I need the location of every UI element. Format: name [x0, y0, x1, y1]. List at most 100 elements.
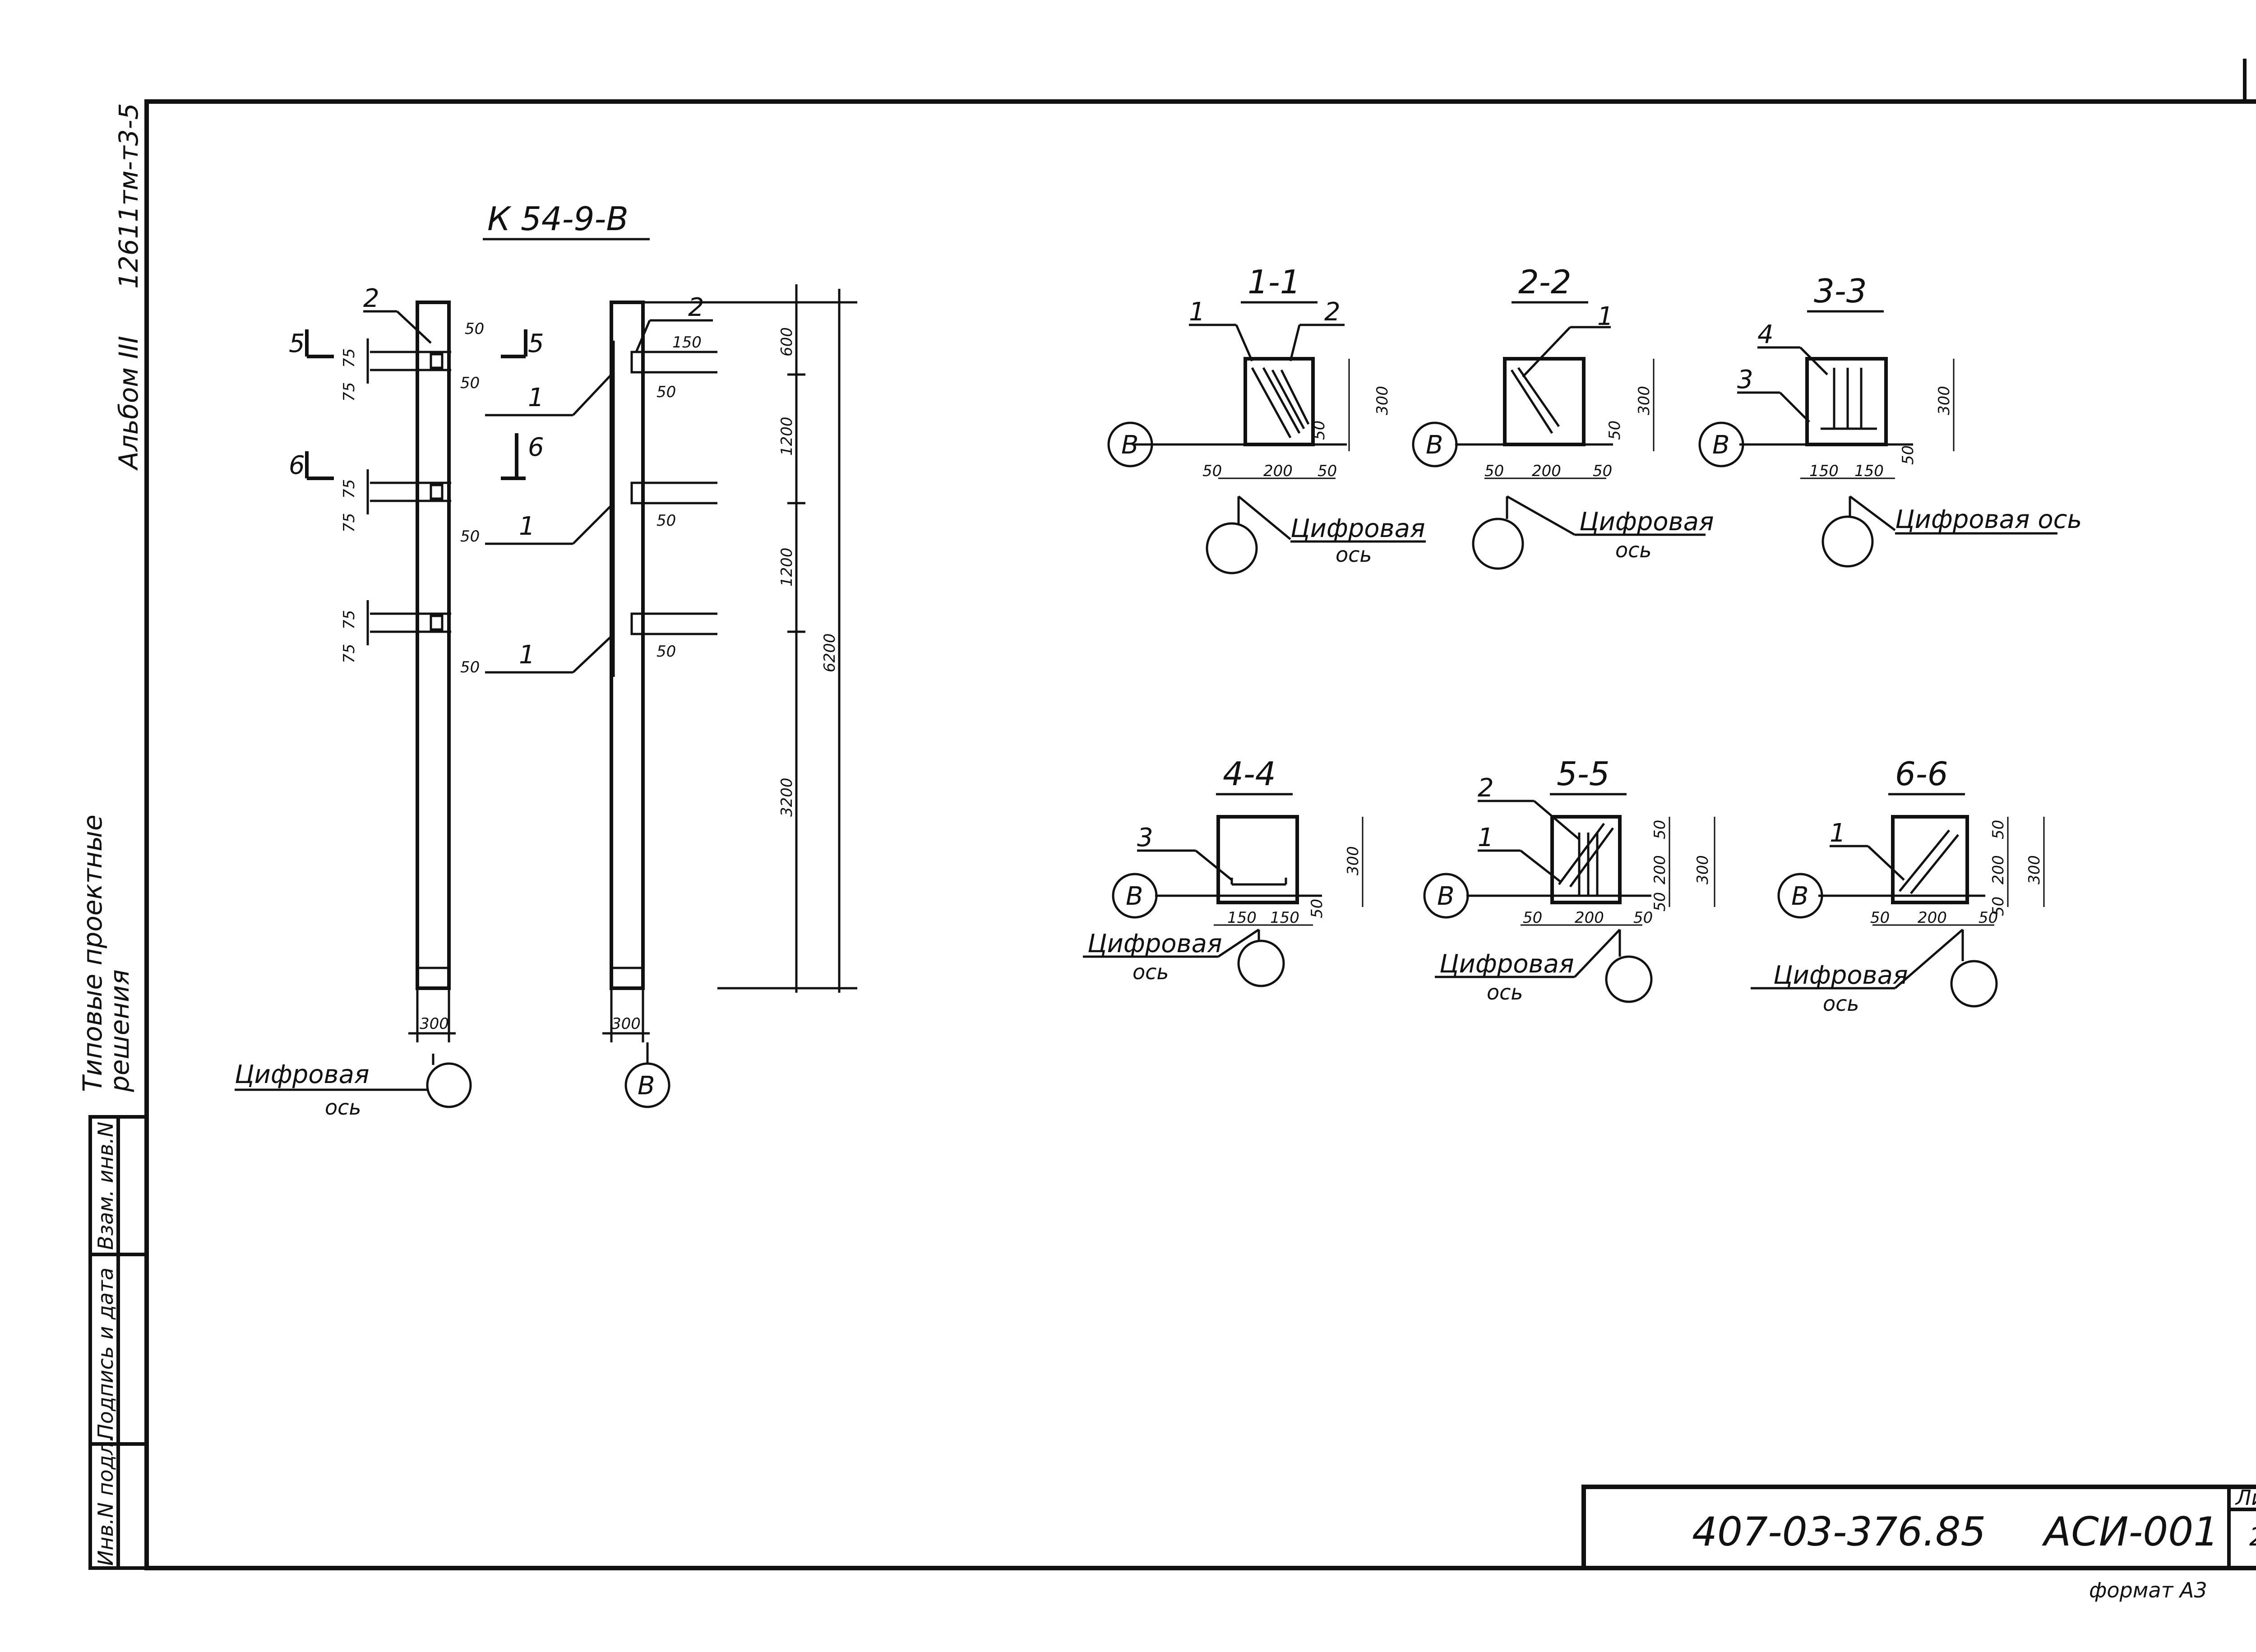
dim-75-a: 75: [340, 348, 358, 368]
section-mark-5-left: 5: [289, 329, 305, 358]
stamp-inv-no: Инв.N подл.: [93, 1435, 118, 1566]
dim: 50: [1593, 462, 1612, 480]
axis-word1: Цифровая: [1579, 507, 1714, 537]
drawing-code: АСИ-001: [2042, 1509, 2219, 1555]
dim: 200: [1532, 462, 1561, 480]
dim-75-c: 75: [340, 479, 358, 499]
axis-word2: ось: [1133, 960, 1169, 984]
axis-letter: В: [1126, 882, 1143, 911]
dim-75-e: 75: [340, 610, 358, 629]
column-callout-1-c: 1: [519, 640, 535, 670]
album-label: Альбом III: [113, 336, 144, 471]
dim: 300: [1373, 386, 1392, 415]
dim: 150: [1854, 462, 1884, 480]
dim-50-g: 50: [656, 643, 676, 661]
dim: 300: [2025, 855, 2043, 884]
dim-segment-3: 1200: [778, 547, 796, 587]
album-code: 12611тм-т3-5: [113, 103, 144, 289]
callout: 2: [1324, 297, 1341, 327]
dim: 50: [1606, 421, 1624, 440]
format-label: формат А3: [2089, 1578, 2207, 1602]
dim: 200: [1263, 462, 1293, 480]
dim: 50: [1318, 462, 1337, 480]
typical-solutions-line1: Типовые проектные: [77, 814, 108, 1092]
dim: 300: [1935, 386, 1953, 415]
column-callout-1-b: 1: [519, 512, 535, 541]
dim-segment-2: 1200: [778, 416, 796, 456]
dim-50-b: 50: [460, 374, 480, 392]
dim: 200: [1651, 855, 1669, 884]
dim-total-height: 6200: [821, 633, 839, 672]
column-width-right: 300: [611, 1015, 641, 1033]
callout: 1: [1478, 823, 1494, 852]
axis-letter: В: [1121, 430, 1138, 460]
section-3-3: 3-3 В 4 3 150 150 300 50 Цифровая ось: [1698, 272, 2082, 568]
dim: 150: [1227, 909, 1257, 927]
section-6-6: 6-6 В 1 50 200 50 50 200 300 50 Цифровая…: [1751, 755, 2045, 1016]
callout: 4: [1757, 320, 1774, 349]
axis-word1: Цифровая: [1087, 929, 1222, 958]
dim: 50: [1310, 421, 1328, 440]
axis-word2: ось: [1823, 991, 1859, 1016]
dim-segment-1: 600: [778, 327, 796, 356]
title-block: 407-03-376.85 АСИ-001 Лист 2 формат А3: [1581, 1485, 2256, 1602]
sheet-label: Лист: [2235, 1485, 2256, 1510]
dim-50-a: 50: [465, 320, 484, 338]
stamp-replacement-inv: Взам. инв.N: [93, 1122, 118, 1250]
section-5-5: 5-5 В 2 1 50 200 50 50 200 300 50 Цифров…: [1423, 755, 1715, 1004]
axis-word1: Цифровая: [1290, 514, 1425, 543]
dim: 50: [1484, 462, 1504, 480]
axis-word2: ось: [1487, 980, 1523, 1004]
section-2-2: 2-2 В 1 50 200 50 300 50 Цифровая ось: [1412, 263, 1714, 570]
column-axis-letter: В: [638, 1071, 655, 1101]
dim-50-d: 50: [460, 658, 480, 676]
dim: 300: [1344, 846, 1362, 875]
dim-75-f: 75: [340, 644, 358, 663]
callout: 3: [1137, 823, 1153, 852]
dim-50-f: 50: [656, 512, 676, 530]
section-mark-5-right: 5: [528, 329, 544, 358]
section-mark-6-left: 6: [289, 451, 305, 480]
section-title: 3-3: [1814, 272, 1867, 310]
section-title: 6-6: [1895, 755, 1948, 793]
dim-75-b: 75: [340, 382, 358, 402]
side-stamp: Инв.N подл. Подпись и дата Взам. инв.N: [88, 1115, 148, 1570]
dim: 50: [1308, 899, 1326, 918]
section-title: 4-4: [1223, 755, 1276, 793]
dim: 50: [1633, 909, 1653, 927]
dim: 50: [1989, 820, 2007, 839]
dim-75-d: 75: [340, 513, 358, 532]
column-axis-circle-left: [426, 1062, 472, 1108]
sheet-frame: 14: [144, 59, 2256, 1570]
column-width-left: 300: [420, 1015, 449, 1033]
dim: 300: [1635, 386, 1653, 415]
stamp-signature-date: Подпись и дата: [93, 1268, 118, 1439]
dim: 50: [1989, 897, 2007, 916]
callout: 2: [1478, 773, 1494, 803]
callout: 1: [1830, 819, 1846, 848]
sheet-number: 2: [2249, 1522, 2256, 1552]
section-title: 1-1: [1248, 263, 1301, 301]
axis-word1: Цифровая: [1439, 949, 1574, 979]
axis-letter: В: [1426, 430, 1443, 460]
dim: 50: [1202, 462, 1222, 480]
column-callout-1-a: 1: [528, 383, 544, 412]
dim: 200: [1989, 855, 2007, 884]
column-callout-2-right: 2: [688, 293, 704, 322]
axis-letter: В: [1791, 882, 1808, 911]
section-title: 5-5: [1557, 755, 1610, 793]
axis-letter: В: [1712, 430, 1729, 460]
column-axis-word2: ось: [325, 1095, 361, 1120]
left-margin: Альбом III 12611тм-т3-5 Типовые проектны…: [77, 103, 144, 1093]
section-title: 2-2: [1518, 263, 1572, 301]
dim: 50: [1979, 909, 1998, 927]
dim: 200: [1575, 909, 1604, 927]
dim-150: 150: [672, 333, 702, 352]
axis-word2: ось: [1615, 538, 1652, 562]
section-1-1: 1-1 В 1 2 50 200 50 300 50 Цифровая ось: [1107, 263, 1426, 574]
callout: 1: [1189, 297, 1205, 327]
dim: 50: [1651, 820, 1669, 839]
column-drawing: К 54-9-В 75 75 75 75 75 75 50: [235, 200, 857, 1120]
dim: 150: [1270, 909, 1299, 927]
